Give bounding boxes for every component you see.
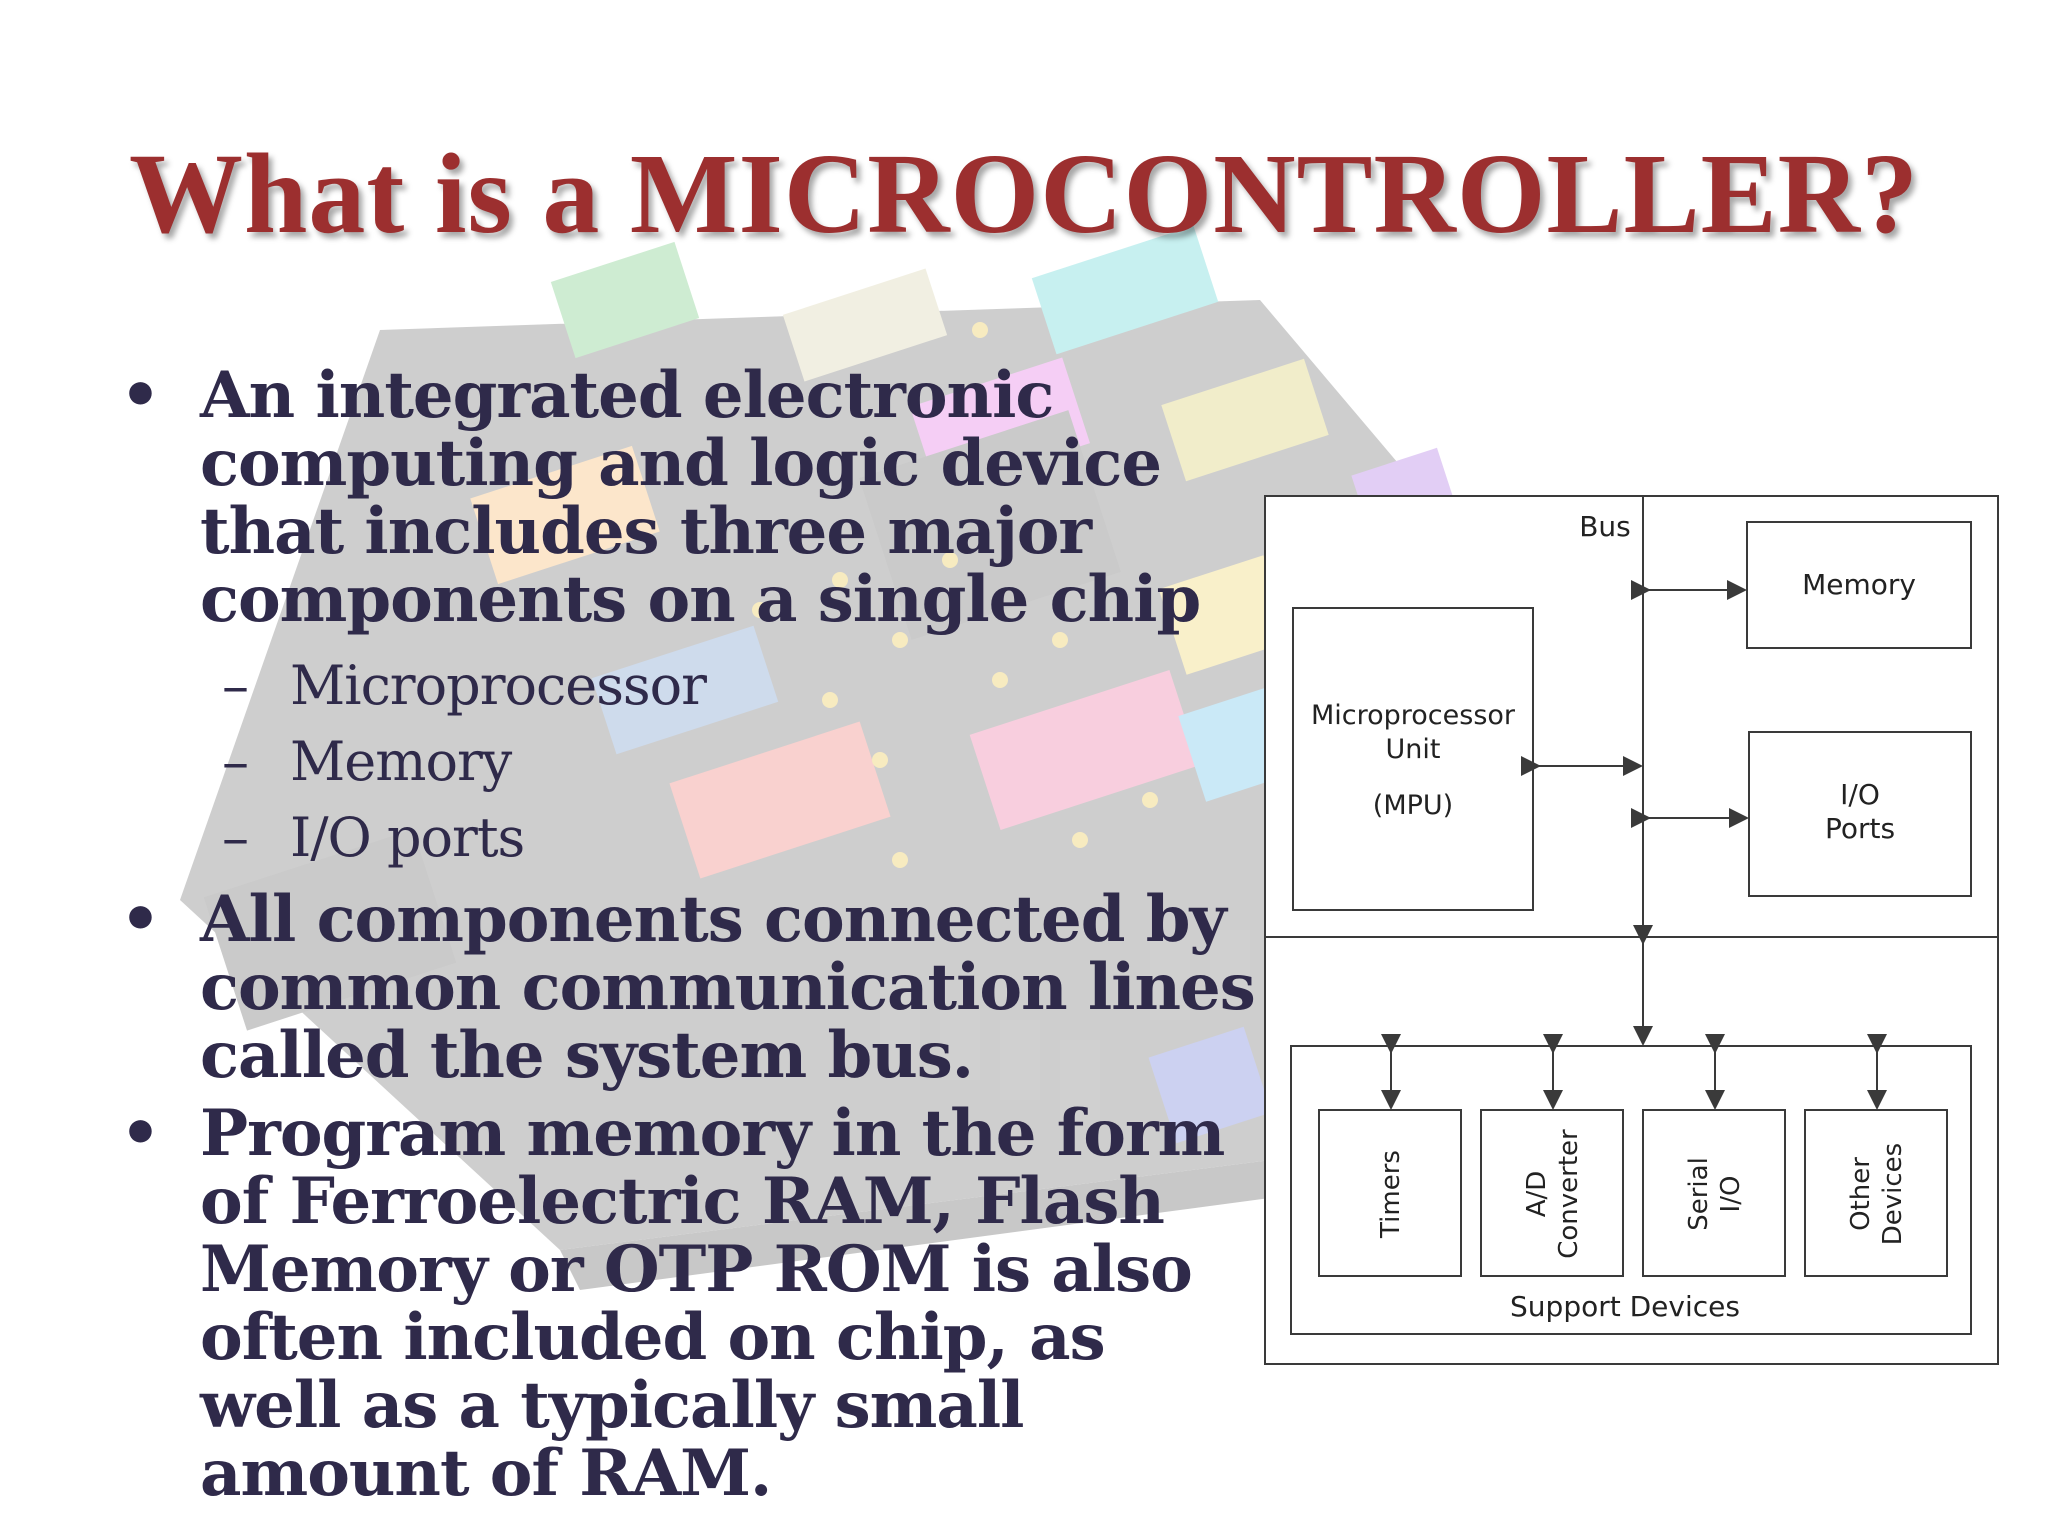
bullet-text: All components connected by common commu… [200, 882, 1256, 1093]
bullet-text: An integrated electronic computing and l… [200, 358, 1201, 637]
bullet-item: • An integrated electronic computing and… [120, 362, 1260, 876]
serial-io-label-line2: I/O [1716, 1176, 1746, 1213]
bullet-text: Program memory in the form of Ferroelect… [200, 1096, 1225, 1511]
slide-title: What is a MICROCONTROLLER? [129, 130, 1919, 257]
sub-bullet-marker: – [222, 806, 249, 869]
sub-bullet-marker: – [222, 654, 249, 717]
sub-bullet-text: Microprocessor [290, 654, 707, 717]
io-ports-label-line2: Ports [1825, 812, 1895, 845]
sub-bullet-list: –Microprocessor –Memory –I/O ports [200, 648, 1260, 876]
bullet-marker: • [120, 882, 161, 957]
timers-block [1318, 1109, 1462, 1277]
mpu-label-line1: Microprocessor [1311, 700, 1516, 731]
sub-bullet-item: –I/O ports [200, 800, 1260, 876]
sub-bullet-marker: – [222, 730, 249, 793]
memory-block [1746, 521, 1972, 649]
other-devices-block [1804, 1109, 1948, 1277]
mpu-label-line3: (MPU) [1373, 790, 1453, 821]
bullet-marker: • [120, 358, 161, 433]
serial-io-label-line1: Serial [1684, 1157, 1714, 1231]
bullet-item: • All components connected by common com… [120, 886, 1260, 1090]
adc-label-line2: Converter [1554, 1129, 1584, 1259]
diagram-frame [1264, 495, 1999, 1365]
sub-bullet-text: I/O ports [290, 806, 525, 869]
adc-block [1480, 1109, 1624, 1277]
bullet-marker: • [120, 1096, 161, 1171]
io-ports-block [1748, 731, 1972, 897]
mpu-label-line2: Unit [1386, 734, 1441, 765]
io-ports-label-line1: I/O [1840, 778, 1880, 811]
memory-label: Memory [1802, 568, 1916, 601]
adc-label-line1: A/D [1522, 1171, 1552, 1218]
bullet-item: • Program memory in the form of Ferroele… [120, 1100, 1260, 1508]
bus-label: Bus [1579, 510, 1631, 543]
timers-label: Timers [1376, 1150, 1406, 1239]
bullet-list: • An integrated electronic computing and… [120, 362, 1260, 1518]
sub-bullet-item: –Memory [200, 724, 1260, 800]
support-devices-label: Support Devices [1510, 1290, 1740, 1323]
sub-bullet-text: Memory [290, 730, 512, 793]
sub-bullet-item: –Microprocessor [200, 648, 1260, 724]
other-devices-label-line2: Devices [1878, 1143, 1908, 1245]
other-devices-label-line1: Other [1846, 1157, 1876, 1231]
microcontroller-block-diagram: Bus Microprocessor Unit (MPU) Memory I/O… [1263, 494, 2000, 1366]
support-devices-block [1290, 1045, 1972, 1335]
serial-io-block [1642, 1109, 1786, 1277]
